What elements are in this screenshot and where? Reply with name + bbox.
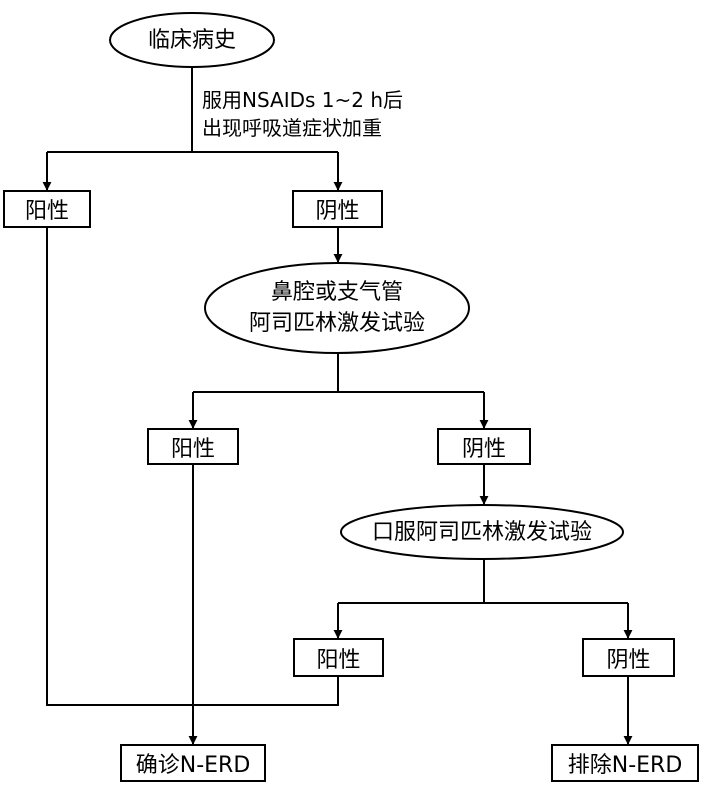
criterion-line1: 服用NSAIDs 1~2 h后 bbox=[202, 88, 404, 112]
challenge1-node: 鼻腔或支气管 阿司匹林激发试验 bbox=[205, 264, 469, 352]
confirm-box: 确诊N-ERD bbox=[120, 744, 266, 782]
positive-box-1: 阳性 bbox=[3, 190, 91, 228]
positive-box-3: 阳性 bbox=[293, 638, 384, 677]
negative-box-3: 阴性 bbox=[582, 638, 675, 677]
criterion-line2: 出现呼吸道症状加重 bbox=[202, 116, 382, 140]
negative-box-1: 阴性 bbox=[292, 190, 383, 228]
negative-box-2: 阴性 bbox=[437, 428, 531, 465]
positive-box-2: 阳性 bbox=[147, 428, 239, 465]
criterion-note: 服用NSAIDs 1~2 h后 出现呼吸道症状加重 bbox=[202, 86, 403, 142]
challenge1-label-line1: 鼻腔或支气管 bbox=[270, 280, 403, 305]
challenge1-label-line2: 阿司匹林激发试验 bbox=[248, 311, 425, 336]
exclude-box: 排除N-ERD bbox=[551, 744, 699, 782]
history-node-label: 临床病史 bbox=[147, 27, 236, 53]
challenge2-oval bbox=[340, 504, 624, 560]
challenge2-node-label: 口服阿司匹林激发试验 bbox=[371, 519, 592, 545]
